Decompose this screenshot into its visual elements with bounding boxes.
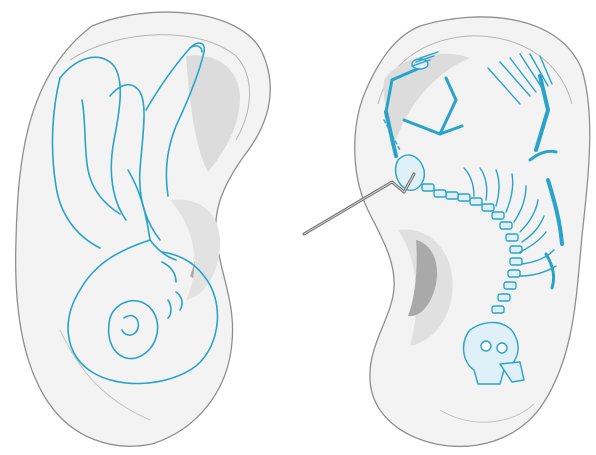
left-ear-panel bbox=[16, 12, 271, 446]
right-ear-panel bbox=[304, 17, 590, 446]
